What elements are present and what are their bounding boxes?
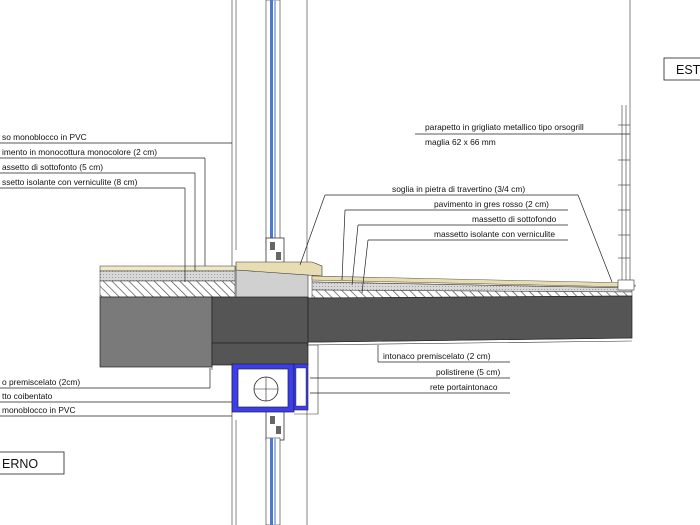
interior-floor xyxy=(99,265,236,298)
label-parapetto: parapetto in grigliato metallico tipo or… xyxy=(425,122,584,132)
label-pavimento-gres: pavimento in gres rosso (2 cm) xyxy=(434,199,549,209)
threshold xyxy=(235,261,323,299)
left-leaders xyxy=(0,142,232,417)
upper-window-frame xyxy=(265,0,285,267)
label-rete-portaintonaco: rete portaintonaco xyxy=(430,382,498,392)
label-massetto-isolante-left: ssetto isolante con verniculite (8 cm) xyxy=(2,177,138,187)
right-labels: parapetto in grigliato metallico tipo or… xyxy=(383,122,584,392)
label-massetto-sottofondo-left: assetto di sottofonto (5 cm) xyxy=(2,162,103,172)
label-pavimento-monocottura: imento in monocottura monocolore (2 cm) xyxy=(2,147,157,157)
label-massetto-isolante-right: massetto isolante con verniculite xyxy=(434,229,555,239)
label-soglia-travertino: soglia in pietra di travertino (3/4 cm) xyxy=(392,184,525,194)
exterior-title: EST xyxy=(676,63,700,77)
interior-title: ERNO xyxy=(2,457,38,471)
label-monoblocco-pvc-top: so monoblocco in PVC xyxy=(2,132,87,142)
label-polistirene: polistirene (5 cm) xyxy=(436,367,500,377)
lower-window-frame xyxy=(265,409,285,525)
parapet-grating xyxy=(617,105,635,291)
interior-title-box: ERNO xyxy=(0,451,65,475)
concrete-slab xyxy=(99,295,633,368)
balcony-floor xyxy=(311,275,637,299)
label-monoblocco-pvc-bottom: monoblocco in PVC xyxy=(2,405,76,415)
left-labels: so monoblocco in PVC imento in monocottu… xyxy=(2,132,157,415)
label-intonaco-left: o premiscelato (2cm) xyxy=(2,377,80,387)
right-leaders xyxy=(299,133,630,394)
shutter-box xyxy=(231,344,319,415)
label-intonaco-right: intonaco premiscelato (2 cm) xyxy=(383,351,491,361)
label-maglia: maglia 62 x 66 mm xyxy=(425,137,496,147)
label-massetto-sottofondo-right: massetto di sottofondo xyxy=(472,214,557,224)
label-cassonetto: tto coibentato xyxy=(2,391,53,401)
exterior-title-box: EST xyxy=(663,57,700,81)
